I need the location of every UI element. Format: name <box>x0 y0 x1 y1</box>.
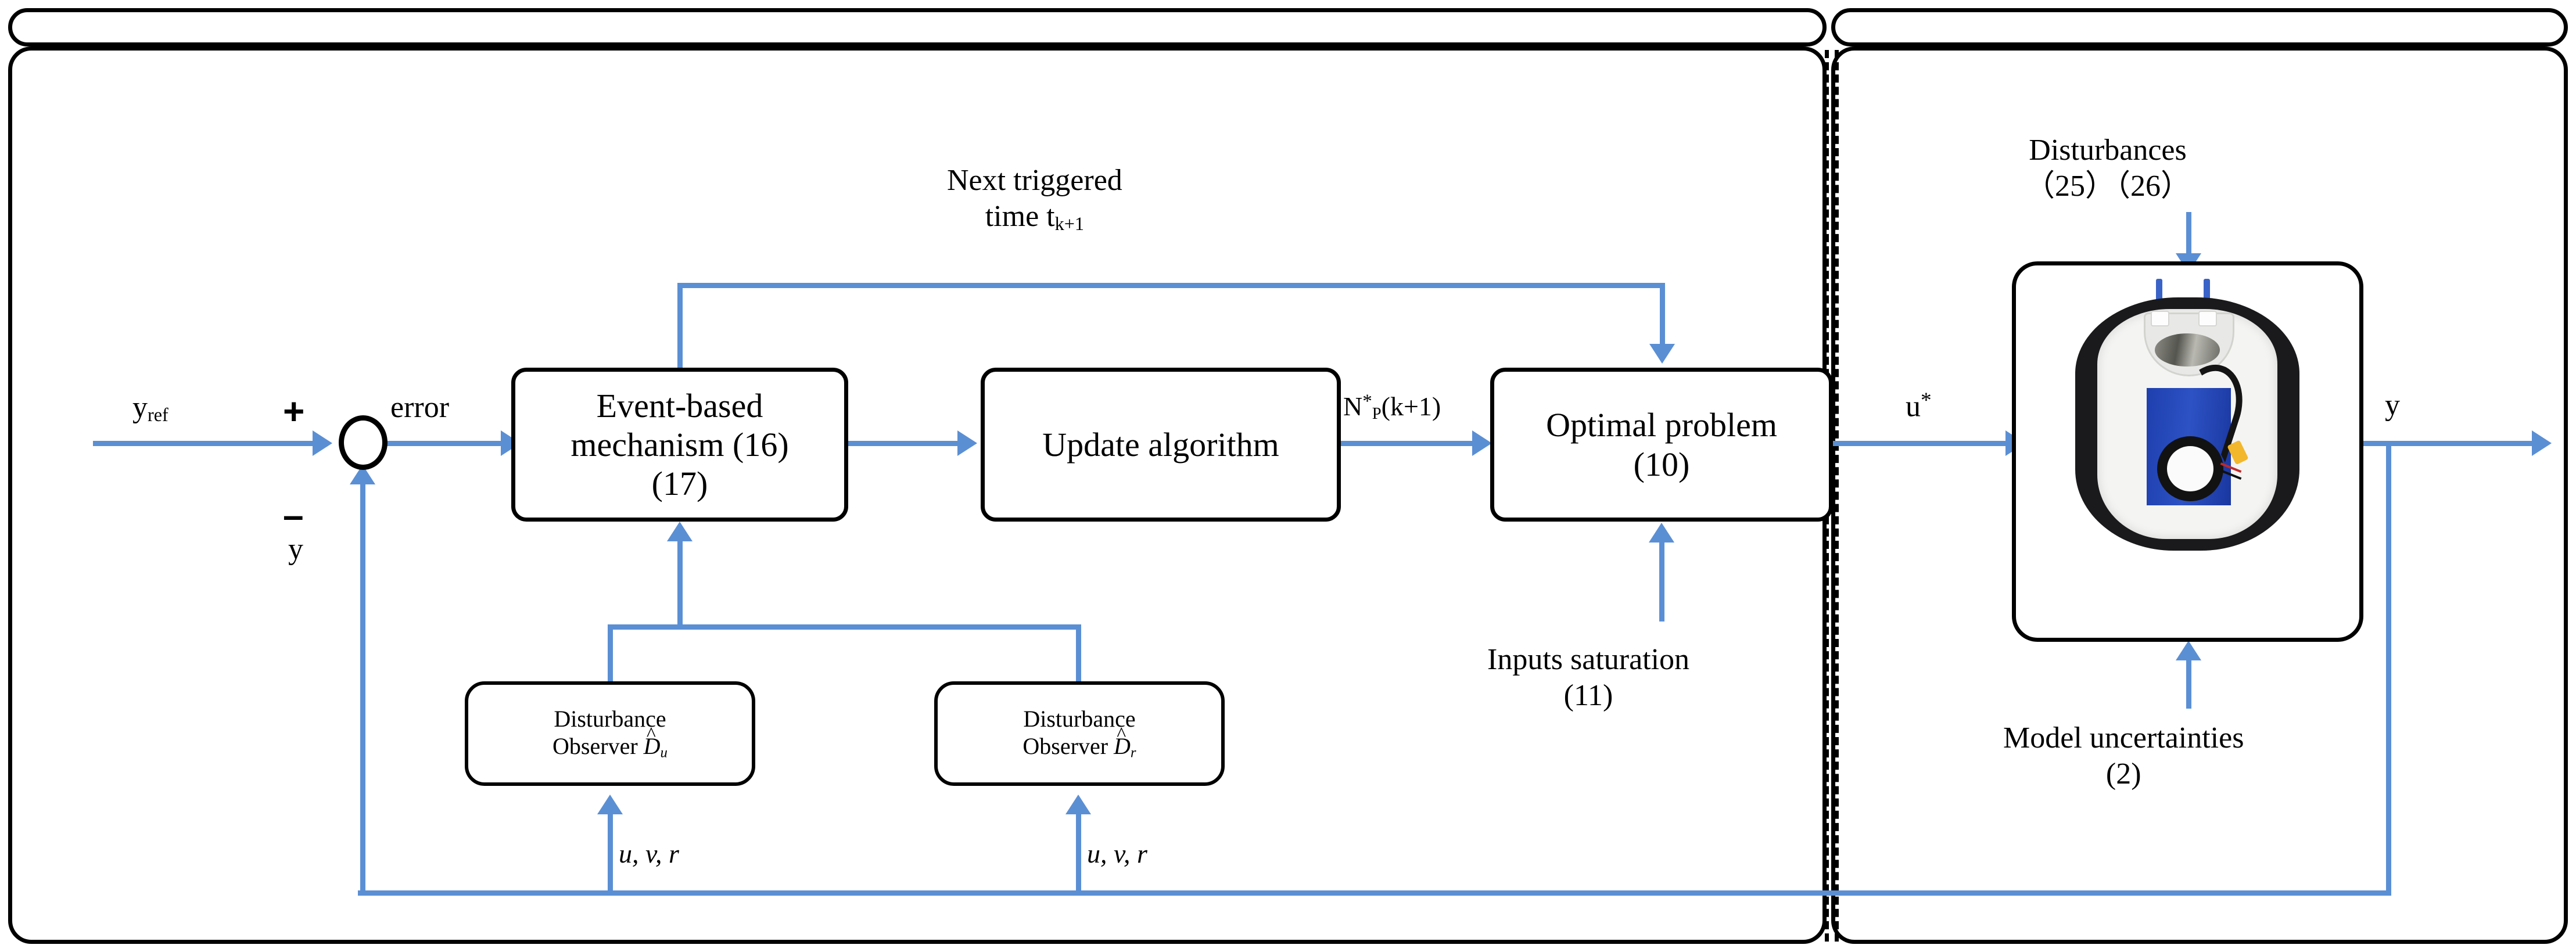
states-u-arrowhead <box>597 795 623 814</box>
feedback-from-plant-output <box>2386 441 2391 893</box>
error-label: error <box>390 391 450 424</box>
reference-line <box>93 441 314 446</box>
next-trigger-riser <box>677 283 683 370</box>
next-trigger-line1: Next triggered <box>947 164 1122 197</box>
summing-junction <box>339 415 388 470</box>
reference-arrowhead <box>313 430 332 456</box>
usv-mast-base-right <box>2198 311 2217 327</box>
control-input-symbol: u <box>1906 390 1921 423</box>
model-uncertainties-arrowhead <box>2176 641 2201 660</box>
next-trigger-rail <box>677 283 1665 288</box>
next-trigger-label: Next triggered time tk+1 <box>947 163 1122 235</box>
model-uncertainties-line <box>2186 659 2191 709</box>
horizon-symbol: N <box>1343 391 1363 421</box>
header-left-frame <box>8 8 1827 46</box>
observer-u-riser <box>608 624 613 682</box>
observer-u-subscript: u <box>660 745 668 761</box>
event-mechanism-line1: Event-based <box>596 386 763 425</box>
observer-r-line1: Disturbance <box>1023 706 1136 732</box>
update-to-optimal-line <box>1341 441 1480 446</box>
model-uncertainties-label: Model uncertainties (2) <box>2003 720 2244 793</box>
observer-r-letter: D <box>1114 732 1131 759</box>
disturbances-line <box>2186 212 2191 257</box>
disturbances-line2: （25）（26） <box>2025 170 2191 203</box>
observer-u-line2: Observer <box>552 732 644 759</box>
block-optimal-problem[interactable]: Optimal problem (10) <box>1490 368 1833 522</box>
event-mechanism-line2: mechanism (16) <box>571 425 789 464</box>
states-r-line <box>1076 813 1081 892</box>
block-disturbance-observer-r[interactable]: Disturbance Observer ^Dr <box>934 681 1225 786</box>
block-event-based-mechanism[interactable]: Event-based mechanism (16) (17) <box>511 368 848 522</box>
observer-r-line2: Observer <box>1022 732 1114 759</box>
next-trigger-subscript: k+1 <box>1054 213 1085 235</box>
model-uncertainties-line1: Model uncertainties <box>2003 721 2244 755</box>
next-trigger-drop <box>1660 283 1665 348</box>
disturbances-label: Disturbances （25）（26） <box>2025 132 2191 205</box>
inputs-saturation-line1: Inputs saturation <box>1487 643 1690 676</box>
block-disturbance-observer-u[interactable]: Disturbance Observer ^Du <box>465 681 755 786</box>
states-u-line <box>608 813 613 892</box>
header-right-frame <box>1831 8 2568 46</box>
optimal-problem-line1: Optimal problem <box>1546 406 1777 444</box>
states-right-label: u, v, r <box>1087 839 1147 868</box>
update-algorithm-line1: Update algorithm <box>1042 425 1279 464</box>
usv-mast-left <box>2155 279 2163 315</box>
plus-sign-label: + <box>283 390 305 432</box>
update-horizon-label: N*P(k+1) <box>1343 390 1441 423</box>
error-line <box>386 441 508 446</box>
inputs-saturation-line <box>1659 540 1664 622</box>
usv-photo <box>2051 273 2324 575</box>
feedback-vertical-to-sum <box>360 482 365 894</box>
disturbances-line1: Disturbances <box>2029 134 2187 167</box>
control-input-line <box>1833 441 2013 446</box>
observer-u-letter: D <box>643 732 661 759</box>
observer-r-symbol: ^D <box>1114 724 1131 759</box>
inputs-saturation-label: Inputs saturation (11) <box>1487 642 1689 714</box>
next-trigger-arrowhead <box>1649 344 1675 364</box>
usv-cable-coil <box>2157 436 2224 501</box>
observers-merge-rail <box>608 624 1081 630</box>
plant-output-line <box>2363 441 2538 446</box>
observers-to-mechanism-arrowhead <box>667 522 693 541</box>
inputs-saturation-arrowhead <box>1649 523 1674 543</box>
states-r-arrowhead <box>1065 795 1091 814</box>
usv-propeller <box>2154 333 2220 367</box>
mechanism-to-update-arrowhead <box>957 430 977 456</box>
block-update-algorithm[interactable]: Update algorithm <box>981 368 1341 522</box>
next-trigger-line2: time t <box>985 200 1055 233</box>
reference-subscript: ref <box>148 404 168 426</box>
observer-u-line1: Disturbance <box>554 706 666 732</box>
usv-mast-right <box>2204 279 2211 315</box>
reference-symbol: y <box>132 391 148 424</box>
reference-signal-label: yref <box>132 390 168 426</box>
control-input-label: u* <box>1906 388 1932 424</box>
states-left-label: u, v, r <box>619 839 679 868</box>
plant-output-label: y <box>2385 389 2400 422</box>
usv-mast-base-left <box>2150 311 2169 327</box>
control-input-superscript: * <box>1921 389 1932 412</box>
feedback-signal-label: y <box>288 533 303 566</box>
observer-u-symbol: ^D <box>643 724 661 759</box>
horizon-subscript: P <box>1372 405 1382 423</box>
observer-r-riser <box>1076 624 1081 682</box>
plant-panel-dashed-edge <box>1835 50 1839 942</box>
observer-u-hat: ^ <box>646 723 656 745</box>
plant-output-arrowhead <box>2532 430 2552 456</box>
update-to-optimal-arrowhead <box>1472 430 1492 456</box>
observers-to-mechanism-line <box>677 540 683 626</box>
inputs-saturation-line2: (11) <box>1563 679 1613 713</box>
event-mechanism-line3: (17) <box>651 465 708 503</box>
feedback-bottom-rail <box>358 890 2391 896</box>
model-uncertainties-line2: (2) <box>2105 757 2141 791</box>
observer-r-hat: ^ <box>1117 723 1126 745</box>
horizon-superscript: * <box>1362 390 1372 412</box>
plant-panel-frame <box>1831 46 2568 944</box>
observer-r-subscript: r <box>1130 745 1136 761</box>
optimal-problem-line2: (10) <box>1633 445 1690 483</box>
minus-sign-label: – <box>283 494 304 536</box>
mechanism-to-update-line <box>848 441 964 446</box>
horizon-argument: (k+1) <box>1381 391 1441 421</box>
